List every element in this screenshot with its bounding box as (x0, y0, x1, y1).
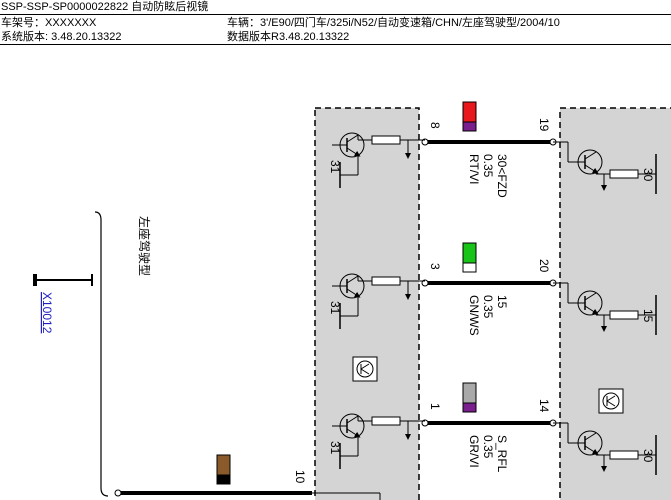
wire-color-top (462, 242, 477, 264)
wire-color-bottom (462, 121, 477, 132)
side-label: 左座驾驶型 (137, 216, 152, 276)
side-brace (94, 211, 109, 497)
page-title: SSP-SSP-SP0000022822 自动防眩后视镜 (1, 1, 209, 13)
right-module-box (559, 107, 671, 500)
ground-label-right: 30 (641, 449, 655, 463)
wire-color-code: GR/VI (467, 435, 481, 468)
wire-signal: S_RFL (495, 435, 509, 473)
wire-pin-left: 1 (428, 403, 442, 410)
ground-label-left: 31 (328, 441, 342, 455)
wire-row (332, 382, 657, 475)
ground-label-left: 31 (328, 160, 342, 174)
right-module-icon (598, 388, 624, 414)
wire-gauge: 0.35 (481, 154, 495, 178)
system-version: 系统版本: 3.48.20.13322 (1, 31, 122, 43)
wire-row (332, 101, 657, 194)
bottom-wire (114, 489, 381, 500)
bottom-wire-pin: 10 (293, 470, 307, 484)
left-module-icon (352, 356, 378, 382)
wire-color-bottom (462, 262, 477, 273)
wire-gauge: 0.35 (481, 435, 495, 459)
bottom-wire-color-top (216, 454, 231, 476)
wire-signal: 30<FZD (495, 154, 509, 198)
wire-pin-left: 8 (428, 122, 442, 129)
wire-pin-right: 19 (537, 118, 551, 132)
ground-label-right: 30 (641, 168, 655, 182)
bottom-wire-color-bottom (216, 474, 231, 485)
document-header: SSP-SSP-SP0000022822 自动防眩后视镜 车架号：XXXXXXX… (0, 0, 671, 45)
wire-row (332, 242, 657, 335)
left-module-box (314, 107, 420, 500)
header-divider-bottom (0, 44, 671, 45)
connector-symbol (33, 274, 93, 286)
wire-pin-right: 20 (537, 259, 551, 273)
wire-pin-right: 14 (537, 399, 551, 413)
connector-id[interactable]: X10012 (40, 292, 54, 334)
wire-color-code: RT/VI (467, 154, 481, 184)
ground-label-right: 15 (641, 309, 655, 323)
wire-color-bottom (462, 402, 477, 413)
wire-color-code: GN/WS (467, 295, 481, 336)
vin-label: 车架号：XXXXXXX (1, 17, 97, 29)
data-version: 数据版本R3.48.20.13322 (227, 31, 350, 43)
ground-label-left: 31 (328, 301, 342, 315)
wire-color-top (462, 382, 477, 404)
vehicle-label: 车辆：3'/E90/四门车/325i/N52/自动变速箱/CHN/左座驾驶型/2… (227, 17, 560, 29)
wire-signal: 15 (495, 295, 509, 309)
wire-pin-left: 3 (428, 263, 442, 270)
wire-color-top (462, 101, 477, 123)
header-divider (0, 14, 671, 15)
wire-gauge: 0.35 (481, 295, 495, 319)
